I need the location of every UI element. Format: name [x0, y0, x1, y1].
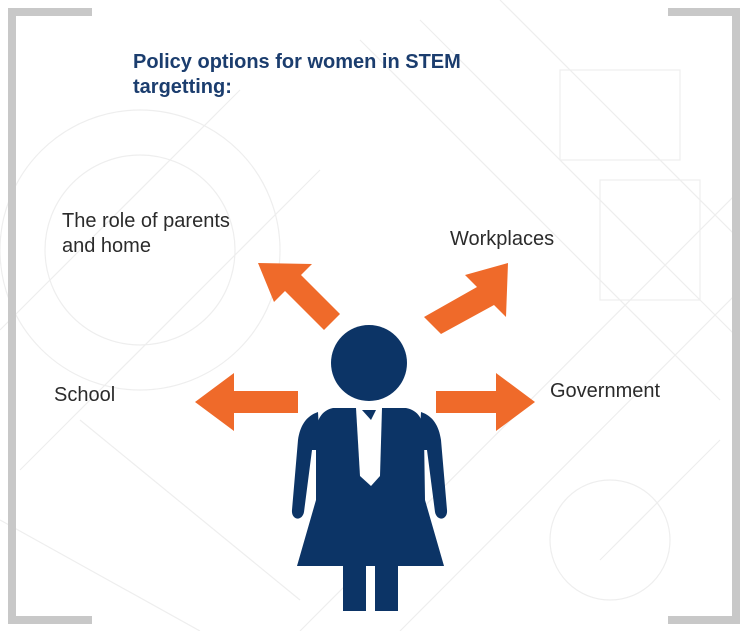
label-parents-line1: The role of parents [62, 210, 230, 232]
frame-corner-top-right-horizontal [668, 8, 740, 16]
label-government: Government [550, 380, 661, 402]
figure-tie [356, 408, 382, 486]
arrow-left-icon [195, 373, 298, 431]
frame-right-edge [732, 8, 740, 624]
arrow-right-icon [436, 373, 535, 431]
label-workplaces: Workplaces [450, 228, 555, 250]
woman-figure-icon [291, 325, 448, 611]
frame-corner-top-left-horizontal [8, 8, 92, 16]
frame-corner-bottom-right-horizontal [668, 616, 740, 624]
frame-corner-bottom-left-horizontal [8, 616, 92, 624]
diagram-title: Policy options for women in STEM targett… [133, 51, 461, 98]
label-parents-home: The role of parents and home [62, 209, 230, 259]
label-school: School [54, 384, 116, 406]
arrow-up-left-icon [258, 263, 340, 330]
arrow-up-right-icon [424, 263, 508, 334]
frame-left-edge [8, 8, 16, 624]
label-parents-line2: and home [62, 235, 151, 257]
